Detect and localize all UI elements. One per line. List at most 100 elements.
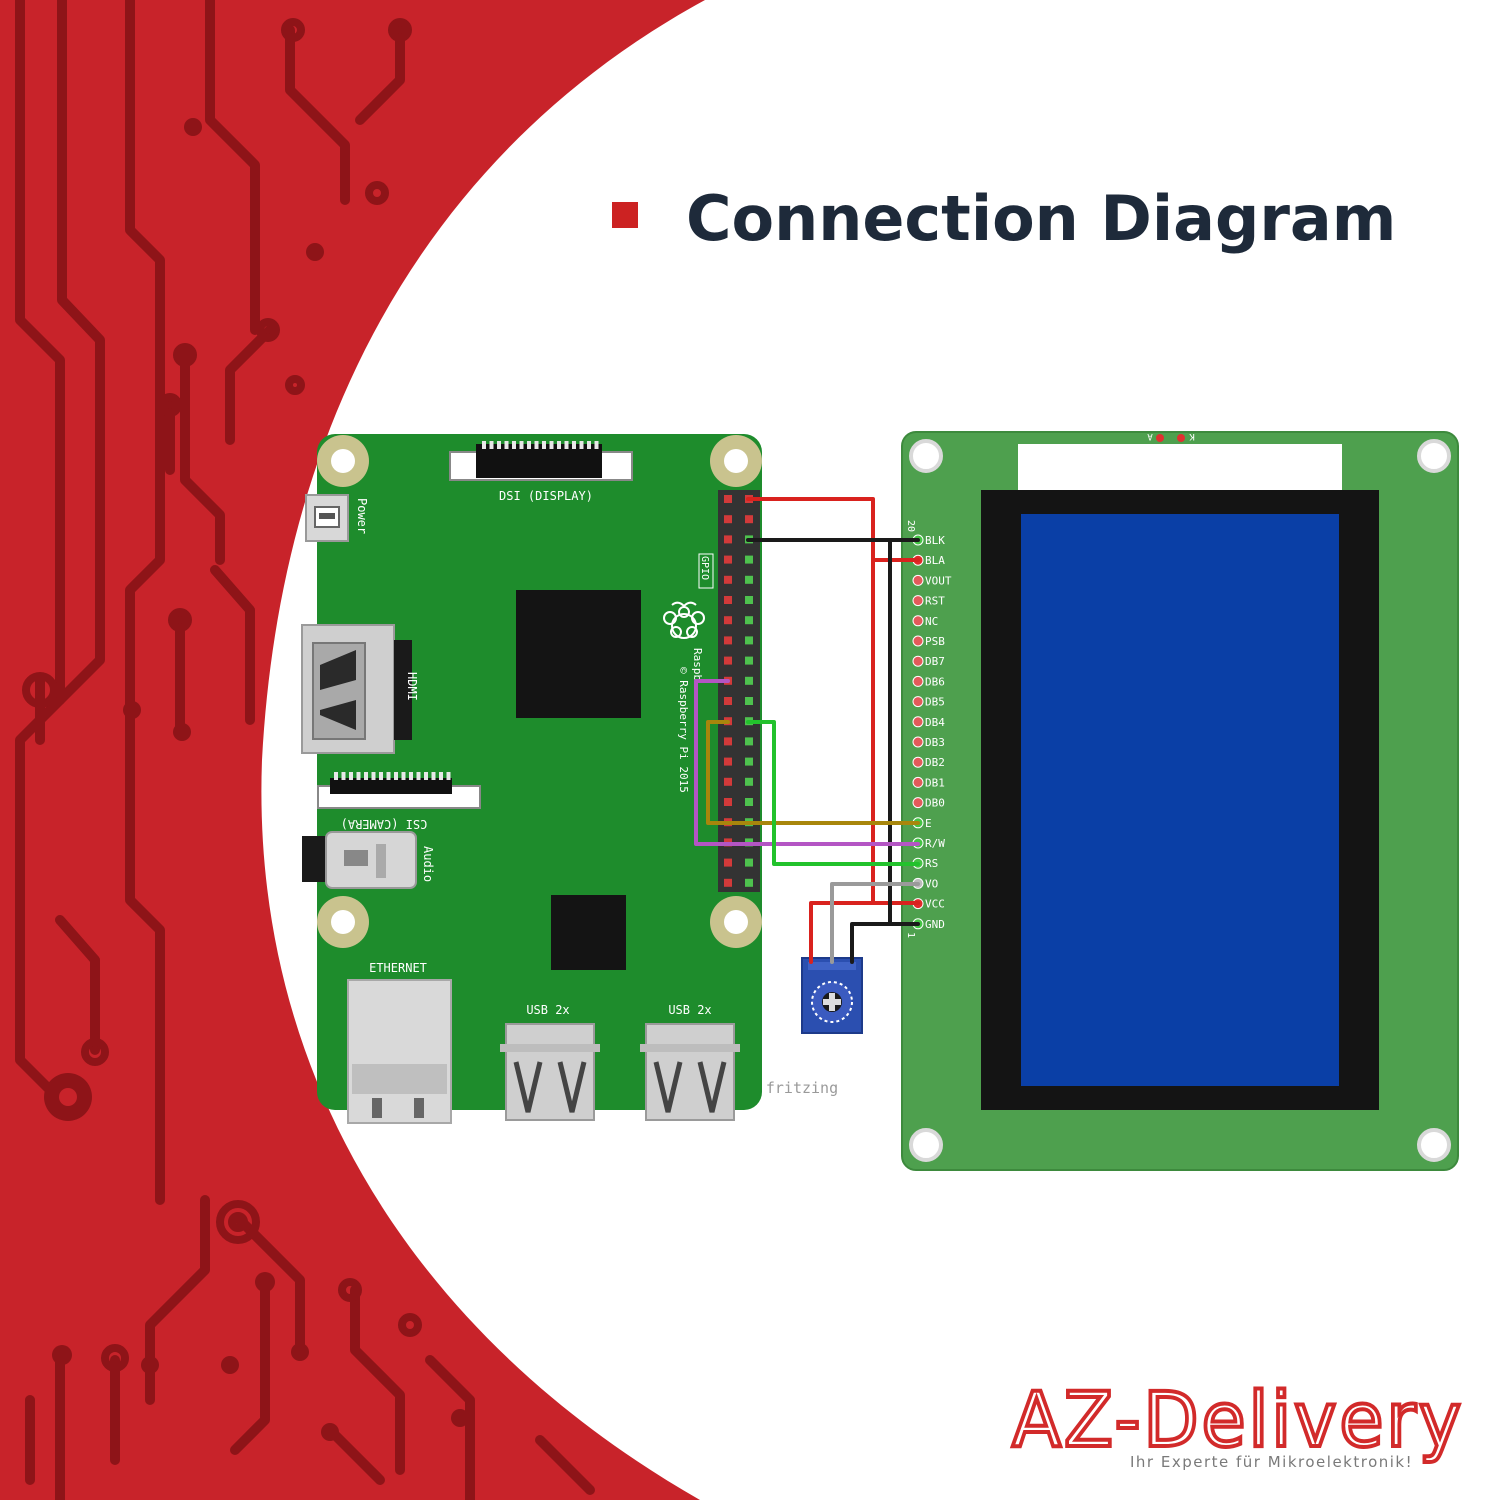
gpio-pin — [745, 575, 753, 584]
hdmi-label: HDMI — [405, 672, 419, 701]
power-connector — [305, 494, 349, 542]
lcd-pin-label: VCC — [925, 898, 945, 911]
dsi-pin — [542, 441, 546, 449]
raspberry-copyright: © Raspberry Pi 2015 — [677, 667, 690, 793]
backlight-pin-a: A — [1147, 431, 1153, 441]
csi-pin — [439, 772, 443, 780]
circuit-traces-decoration — [15, 0, 595, 1504]
lcd-pin-label: DB2 — [925, 756, 945, 769]
gpio-pin — [745, 636, 753, 645]
circuit-large-pad-decoration — [44, 1073, 92, 1121]
gpio-pin — [724, 636, 732, 645]
audio-jack — [302, 831, 417, 889]
gpio-pin — [724, 555, 732, 564]
lcd-pin-label: DB4 — [925, 716, 945, 729]
rpi-pcb — [317, 434, 762, 1110]
gpio-pin — [724, 777, 732, 786]
gpio-pin — [745, 616, 753, 625]
csi-pin — [409, 772, 413, 780]
lcd-pin-label: DB3 — [925, 736, 945, 749]
lcd-module: A K 20 1 BLKBLAVOUTRSTNCPSBDB7DB6DB5DB4D… — [901, 431, 1459, 1171]
lcd-pin — [912, 595, 924, 607]
dsi-pin — [587, 441, 591, 449]
dsi-pin — [519, 441, 524, 449]
csi-pin — [386, 772, 391, 780]
dsi-pin — [549, 441, 554, 449]
title-bullet — [612, 202, 638, 228]
lcd-pin — [912, 736, 924, 748]
ethernet-port — [347, 979, 452, 1124]
backlight-pads — [1156, 434, 1185, 442]
raspberry-pi-logo — [663, 601, 705, 639]
dsi-label: DSI (DISPLAY) — [499, 489, 593, 503]
usb-port-left — [500, 1023, 600, 1121]
gpio-pin — [724, 858, 732, 867]
soc-chip — [516, 590, 641, 718]
gpio-pin — [724, 515, 732, 524]
dsi-pin — [527, 441, 531, 449]
lcd-pin-label: E — [925, 817, 932, 830]
csi-label: CSI (CAMERA) — [341, 817, 428, 831]
gpio-header — [718, 490, 760, 892]
lcd-pin — [912, 696, 924, 708]
lcd-pin-label: BLA — [925, 554, 945, 567]
lcd-pin-label: DB7 — [925, 655, 945, 668]
lcd-mounting-holes — [909, 439, 1451, 1162]
csi-pin — [446, 772, 451, 780]
circuit-dots-decoration — [52, 118, 469, 1441]
gpio-pin — [745, 676, 753, 685]
lcd-pin-label: VO — [925, 877, 938, 890]
backlight-pin-k: K — [1189, 431, 1195, 441]
lcd-pin — [912, 776, 924, 788]
audio-label: Audio — [421, 846, 435, 882]
csi-pin — [371, 772, 376, 780]
wire-purple-rw — [694, 679, 920, 846]
gpio-pin — [724, 656, 732, 665]
dsi-pin — [572, 441, 576, 449]
az-delivery-logo: AZ-Delivery Ihr Experte für Mikroelektro… — [1010, 1373, 1464, 1471]
gpio-pin — [745, 515, 753, 524]
lcd-pin-label: R/W — [925, 837, 945, 850]
logo-tagline: Ihr Experte für Mikroelektronik! — [1130, 1453, 1413, 1471]
lcd-pin-label: NC — [925, 615, 938, 628]
dsi-pin — [564, 441, 569, 449]
rpi-mounting-holes — [317, 435, 762, 948]
dsi-pin — [497, 441, 501, 449]
gpio-pin — [745, 596, 753, 604]
circuit-pads-decoration — [22, 18, 422, 1372]
lcd-pin — [912, 797, 924, 809]
wire-pot-vo — [830, 882, 920, 964]
gpio-pin — [745, 878, 753, 887]
lcd-pin-label: RST — [925, 595, 945, 608]
raspberry-brand-fragment: Raspb — [691, 648, 704, 681]
gpio-pin — [724, 798, 732, 806]
gpio-pin — [745, 656, 753, 665]
wire-pot-gnd — [850, 922, 892, 964]
csi-pin — [431, 772, 436, 780]
csi-pin — [341, 772, 346, 780]
csi-pin — [356, 772, 361, 780]
usb-controller-chip — [551, 895, 626, 970]
lcd-pin — [912, 756, 924, 768]
gpio-pin — [745, 798, 753, 806]
lcd-pin-number-bottom: 1 — [905, 932, 916, 938]
dsi-pin — [489, 441, 494, 449]
lcd-pin-label: DB5 — [925, 696, 945, 709]
ethernet-label: ETHERNET — [369, 961, 427, 975]
dsi-connector — [449, 441, 633, 481]
logo-wordmark: AZ-Delivery — [1012, 1375, 1464, 1464]
gpio-pin — [724, 737, 732, 746]
dsi-pin — [594, 441, 599, 449]
gpio-pin — [745, 697, 753, 705]
lcd-pin — [912, 675, 924, 687]
page-title: Connection Diagram — [686, 182, 1396, 255]
potentiometer — [801, 957, 863, 1034]
wire-gpio-5v-to-lcd-bla — [746, 497, 920, 562]
csi-pin — [394, 772, 398, 780]
wire-green-rs — [746, 720, 920, 866]
hdmi-connector — [301, 624, 412, 754]
gpio-pin — [745, 737, 753, 746]
gpio-pin — [745, 777, 753, 786]
